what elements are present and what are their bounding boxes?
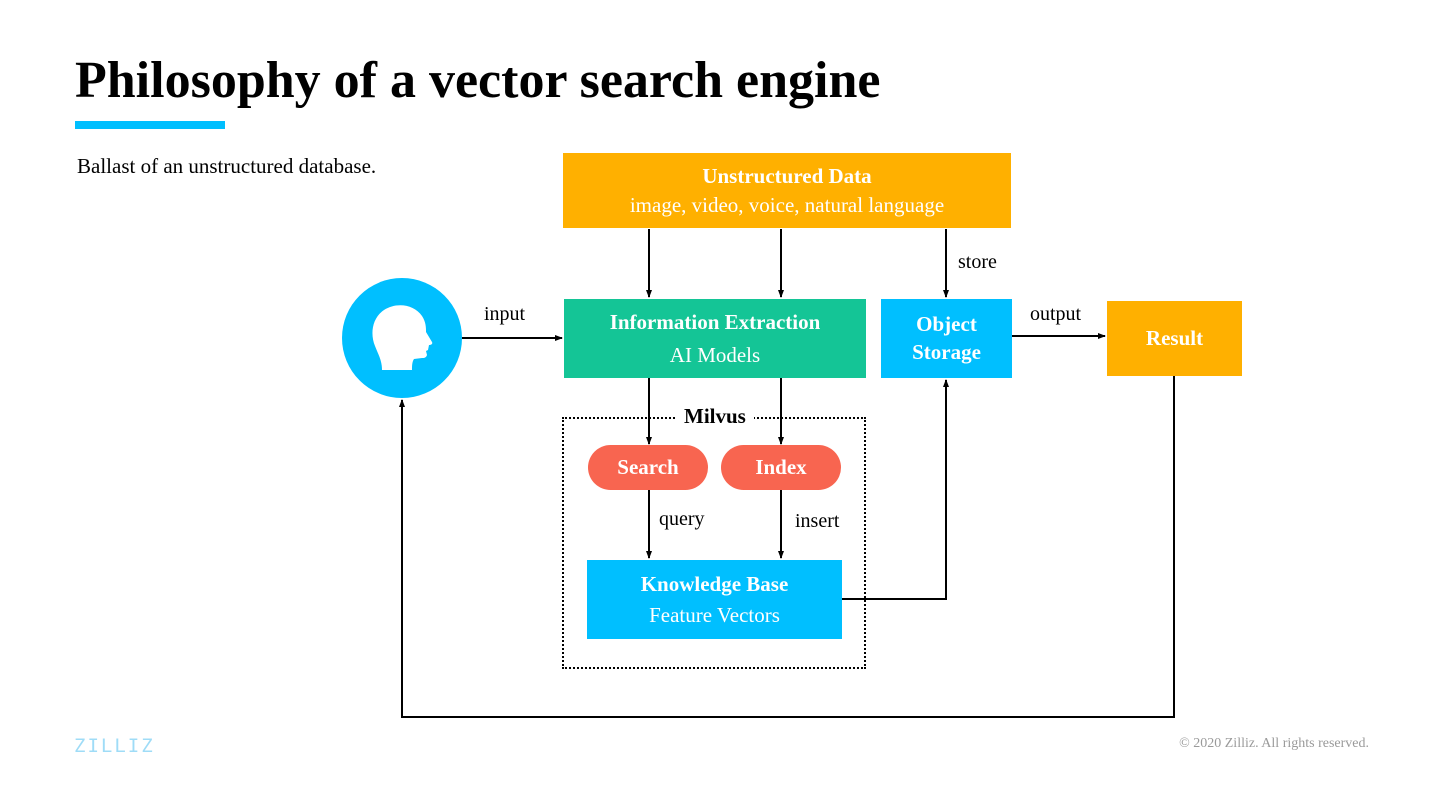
object-storage-title-2: Storage bbox=[912, 339, 981, 364]
knowledge-base-node: Knowledge Base Feature Vectors bbox=[587, 560, 842, 639]
unstructured-data-node: Unstructured Data image, video, voice, n… bbox=[563, 153, 1011, 228]
zilliz-logo: ZILLIZ bbox=[74, 735, 155, 757]
milvus-group-label: Milvus bbox=[676, 404, 754, 429]
information-extraction-detail: AI Models bbox=[669, 342, 761, 367]
slide-title: Philosophy of a vector search engine bbox=[75, 52, 881, 109]
information-extraction-node: Information Extraction AI Models bbox=[564, 299, 866, 378]
edge-label-store: store bbox=[958, 251, 997, 273]
index-node: Index bbox=[721, 445, 841, 490]
user-avatar bbox=[342, 278, 462, 398]
information-extraction-title: Information Extraction bbox=[609, 310, 821, 335]
unstructured-data-detail: image, video, voice, natural language bbox=[629, 192, 945, 217]
edge-label-output: output bbox=[1030, 303, 1082, 325]
knowledge-base-title: Knowledge Base bbox=[640, 572, 789, 597]
edge-label-insert: insert bbox=[795, 510, 840, 532]
copyright-text: © 2020 Zilliz. All rights reserved. bbox=[1179, 736, 1369, 751]
edge-label-query: query bbox=[659, 508, 705, 530]
edge-result-to-user bbox=[399, 376, 1175, 718]
object-storage-node: Object Storage bbox=[881, 299, 1012, 378]
title-underline bbox=[75, 121, 225, 129]
result-node: Result bbox=[1107, 301, 1242, 376]
knowledge-base-detail: Feature Vectors bbox=[649, 602, 780, 627]
search-node: Search bbox=[588, 445, 708, 490]
edge-label-input: input bbox=[484, 303, 526, 325]
edge-knowledge-to-storage bbox=[842, 379, 949, 600]
slide-subtitle: Ballast of an unstructured database. bbox=[77, 154, 377, 178]
result-title: Result bbox=[1145, 326, 1204, 351]
object-storage-title-1: Object bbox=[916, 312, 977, 337]
user-head-icon bbox=[372, 305, 433, 370]
unstructured-data-title: Unstructured Data bbox=[702, 164, 872, 189]
